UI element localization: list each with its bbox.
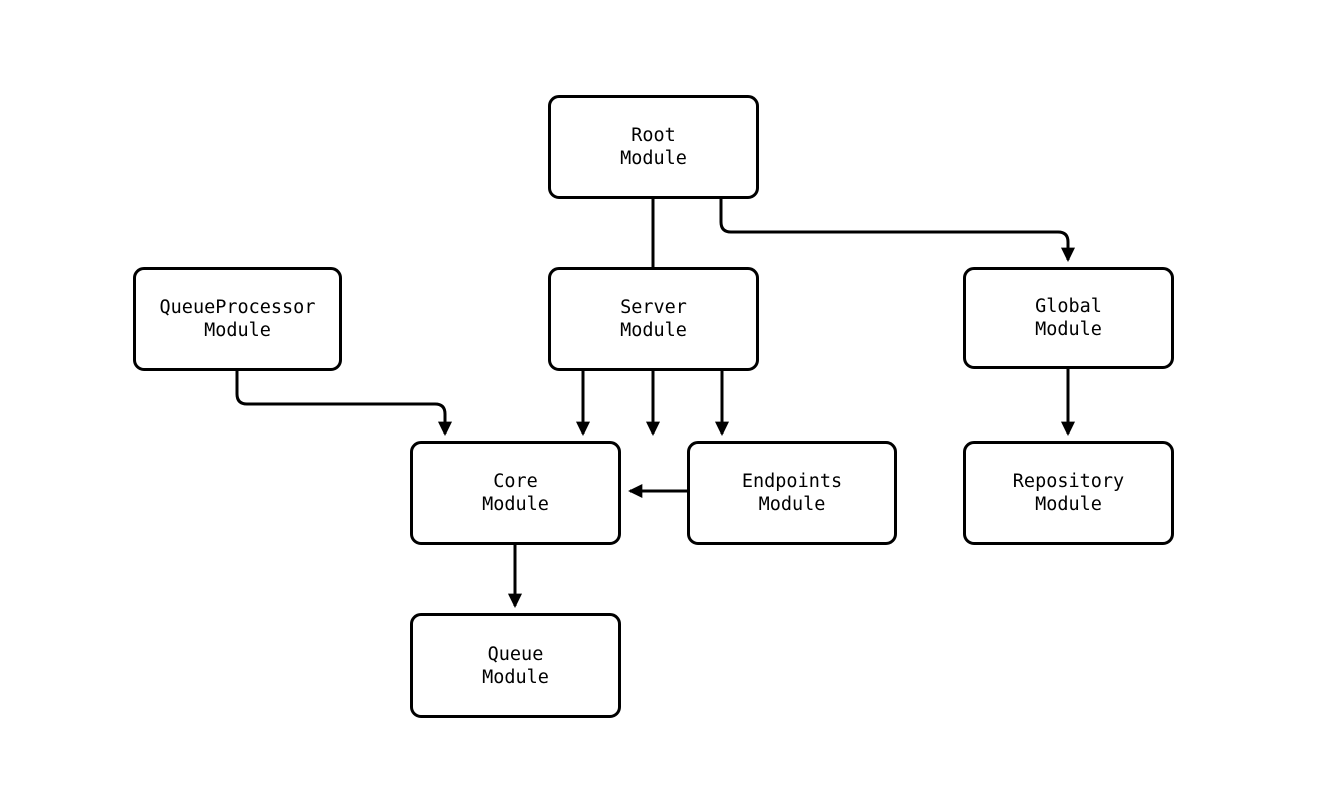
- node-global-module-label-line1: Global: [1035, 296, 1102, 317]
- node-root-module[interactable]: Root Module: [548, 95, 759, 199]
- node-server-module[interactable]: Server Module: [548, 267, 759, 371]
- node-queue-module[interactable]: Queue Module: [410, 613, 621, 718]
- node-global-module-label-line2: Module: [1035, 319, 1102, 340]
- node-server-module-label-line1: Server: [620, 297, 687, 318]
- node-queue-module-label-line1: Queue: [487, 643, 544, 665]
- edge-queueprocessor-core: [235, 371, 453, 436]
- node-repository-module-label-line2: Module: [1035, 494, 1102, 515]
- node-repository-module-label-line1: Repository: [1012, 471, 1125, 492]
- node-endpoints-module-label-line2: Module: [758, 494, 826, 515]
- node-queueprocessor-module-label-line1: QueueProcessor: [159, 297, 316, 318]
- node-core-module-label-line2: Module: [482, 494, 549, 515]
- node-endpoints-module[interactable]: Endpoints Module: [687, 441, 897, 545]
- node-queueprocessor-module[interactable]: QueueProcessor Module: [133, 267, 342, 371]
- node-root-module-label-line1: Root: [631, 125, 676, 146]
- node-server-module-label-line2: Module: [620, 320, 687, 341]
- node-queue-module-label-line2: Module: [482, 666, 549, 688]
- edge-root-global: [719, 199, 1076, 262]
- node-queueprocessor-module-label-line2: Module: [204, 320, 271, 341]
- node-endpoints-module-label-line1: Endpoints: [741, 471, 843, 492]
- node-repository-module[interactable]: Repository Module: [963, 441, 1174, 545]
- node-core-module[interactable]: Core Module: [410, 441, 621, 545]
- node-root-module-label-line2: Module: [620, 148, 687, 169]
- node-global-module[interactable]: Global Module: [963, 267, 1174, 369]
- node-core-module-label-line1: Core: [493, 471, 538, 492]
